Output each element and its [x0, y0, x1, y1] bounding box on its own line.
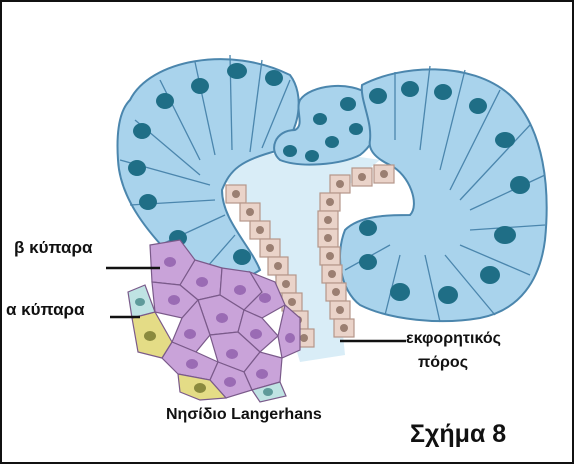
- duct-label-line2: πόρος: [418, 354, 468, 372]
- duct-label-line1: εκφορητικός: [406, 330, 501, 348]
- right-acinus: [340, 66, 547, 322]
- figure-number: Σχήμα 8: [410, 420, 506, 449]
- alpha-cells-label: α κύπαρα: [6, 300, 85, 320]
- right-acinus-body: [340, 69, 547, 321]
- beta-cells-label: β κύπαρα: [14, 238, 92, 258]
- islet-label: Νησίδιο Langerhans: [166, 406, 322, 424]
